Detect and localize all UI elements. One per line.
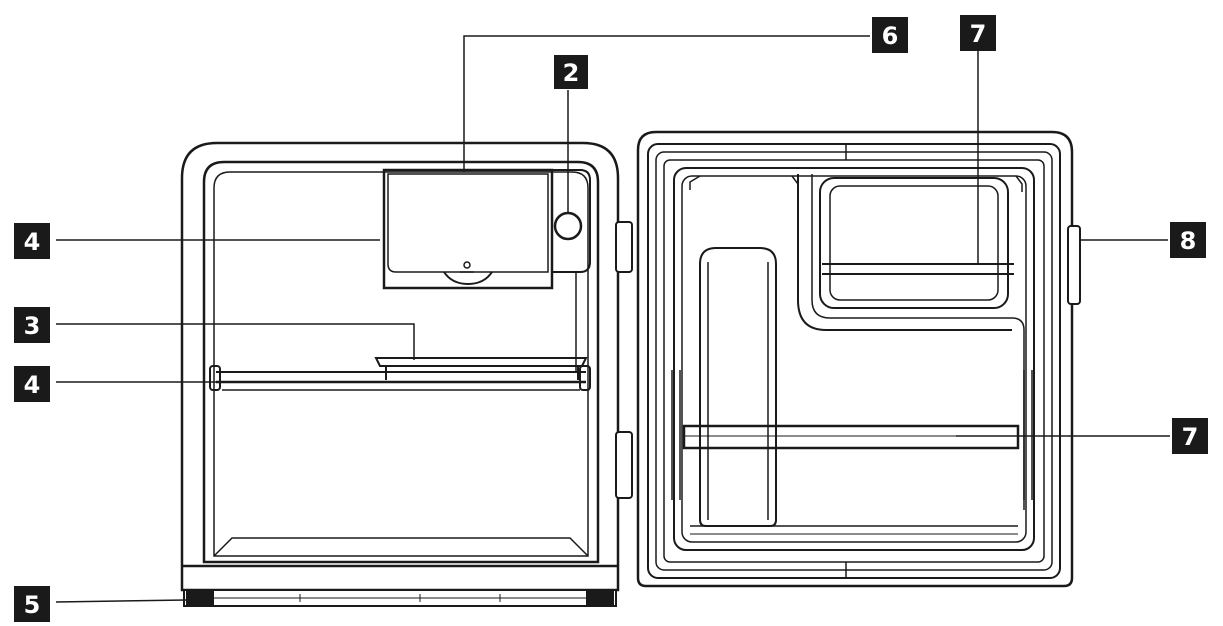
callout-7-lower: 7 — [1172, 418, 1208, 454]
callout-7-upper: 7 — [960, 15, 996, 51]
svg-text:6: 6 — [882, 22, 899, 50]
leader-lines — [55, 35, 1170, 603]
door-side-rails — [671, 370, 1033, 535]
door — [636, 130, 1074, 588]
svg-text:4: 4 — [24, 228, 41, 256]
door-handle — [1067, 225, 1081, 305]
callout-8: 8 — [1170, 222, 1206, 258]
svg-text:5: 5 — [24, 591, 41, 619]
thermostat — [551, 169, 591, 372]
door-upper-bin — [797, 174, 1025, 510]
freezer-compartment — [382, 168, 554, 290]
door-lower-bar — [682, 424, 1020, 450]
svg-text:7: 7 — [1182, 423, 1199, 451]
svg-text:3: 3 — [24, 312, 41, 340]
cabinet-base — [183, 589, 617, 607]
svg-text:7: 7 — [970, 20, 987, 48]
callout-5: 5 — [14, 586, 50, 622]
shelf — [209, 365, 591, 391]
leader-3 — [56, 323, 415, 360]
thermostat-knob — [553, 211, 583, 241]
bottle-column — [699, 247, 777, 527]
callout-2: 2 — [554, 55, 588, 89]
leader-6 — [463, 35, 870, 172]
callout-4-lower: 4 — [14, 366, 50, 402]
svg-text:2: 2 — [563, 59, 580, 87]
svg-text:8: 8 — [1180, 227, 1197, 255]
callout-4-upper: 4 — [14, 223, 50, 259]
cabinet — [180, 141, 620, 592]
drip-tray — [374, 357, 588, 380]
hinges — [615, 221, 633, 499]
callout-6: 6 — [872, 17, 908, 53]
door-corner-detail — [689, 175, 1023, 192]
leader-5 — [55, 599, 187, 603]
svg-text:4: 4 — [24, 371, 41, 399]
callout-3: 3 — [14, 307, 50, 343]
